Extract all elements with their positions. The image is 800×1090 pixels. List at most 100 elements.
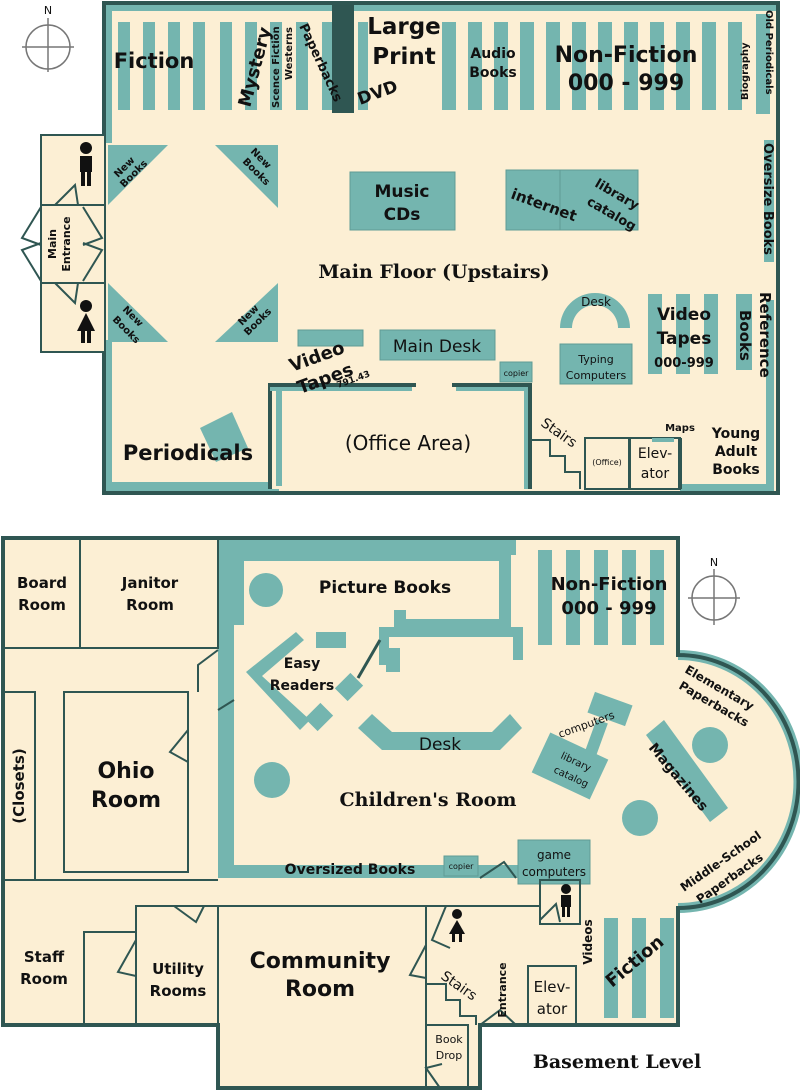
shelf [676,22,690,110]
shelf [442,22,456,110]
door [168,729,189,763]
door [116,939,137,977]
basement-copier [443,855,479,877]
shelf [245,22,257,110]
door [20,242,42,282]
video-tapes-shelf [648,294,662,374]
video-tapes-label-1: Video [657,305,711,325]
childrens-desk [358,714,522,750]
west-wall-shelf-top [104,3,112,143]
video-tapes-range-label: 000-999 [654,356,714,371]
new-books-display [215,145,278,208]
book-drop-label-2: Drop [436,1049,462,1062]
typing-computers-label-2: Computers [566,369,627,382]
library-catalog-station [559,169,639,231]
audio-books-label-2: Books [469,65,517,81]
copier [499,361,533,383]
shelf [546,22,560,110]
typing-computers [559,343,633,385]
upstairs-outer-wall [102,1,780,495]
basement-floor: N Board Room Janitor Room Picture Books … [1,536,800,1090]
game-computers-label-1: game [537,848,571,862]
basement-compass-north-label: N [710,556,718,569]
basement-nonfiction-label-2: 000 - 999 [561,598,656,619]
basement-elevator-label-2: ator [537,1000,568,1018]
book-drop-label-1: Book [435,1033,463,1046]
new-books-display [108,145,168,205]
internet-station [505,169,567,231]
round-table [254,762,290,798]
compass-icon [22,18,74,72]
shelf [756,14,770,114]
shelf [220,22,232,110]
shelf [650,550,664,645]
nonfiction-shelves [442,14,770,114]
shelf [566,550,580,645]
closets-label: (Closets) [10,748,28,823]
shelf [322,22,334,110]
picture-books-label: Picture Books [319,578,451,598]
basement-elevator-label-1: Elev- [534,978,571,996]
shelf [594,550,608,645]
desk-label: Desk [581,295,611,309]
shelf [604,918,618,1018]
library-catalog-station [531,732,609,800]
office-wall [452,383,532,489]
reference-books-label-2: Books [736,310,754,361]
reference-shelf [736,294,752,370]
west-wall-shelf-bottom [104,340,112,490]
young-adult-label-1: Young [711,426,760,442]
womens-restroom-icon [77,300,95,343]
basement-desk-label: Desk [419,735,461,755]
shelf [468,22,482,110]
door [20,206,42,246]
video-tapes-shelf [676,294,690,374]
elevator-label-1: Elev- [638,446,672,462]
shelf [296,22,308,110]
childrens-room-label: Children's Room [340,789,517,811]
mens-restroom-icon [80,142,92,186]
round-table [622,800,658,836]
shelf [622,550,636,645]
video-tapes-791-shelf [297,329,364,347]
entrance-vestibule [41,135,105,352]
easy-readers-shelf [304,702,334,732]
south-wall-shelf-right [680,484,774,492]
main-entrance-label-2: Entrance [60,216,73,271]
dvd-shelf [358,22,368,110]
picture-books-shelf [234,549,511,631]
easy-readers-label-2: Readers [270,678,334,694]
upstairs-stairs [532,439,581,489]
round-table [249,573,283,607]
basement-fiction-shelves [604,918,674,1018]
north-wall-shelf [104,3,778,11]
round-table [692,727,728,763]
game-computers [517,839,591,885]
door [539,902,561,923]
oversize-books-label: Oversize Books [760,143,775,255]
office-area-label: (Office Area) [345,431,471,455]
basement-nonfiction-shelves [538,550,664,645]
upstairs-floor-title: Main Floor (Upstairs) [318,261,549,283]
biography-label: Biography [740,42,751,100]
shelf [193,22,205,110]
basement-compass-icon [688,569,740,625]
compass-north-label: N [44,4,52,17]
ohio-room [63,691,189,873]
nonfiction-label-1: Non-Fiction [555,43,698,68]
basement-stairs [426,983,477,1025]
copier-label: copier [504,369,530,378]
inner-shelf [379,627,523,665]
music-cds-label-1: Music [374,182,429,202]
basement-doors [116,649,561,1089]
shelf [632,918,646,1018]
staff-room-label-2: Room [20,970,68,988]
staff-room-label-1: Staff [24,948,65,966]
maps-label: Maps [665,423,695,434]
main-entrance-label-1: Main [46,229,59,259]
music-cds-label-2: CDs [384,205,421,225]
community-room-label-1: Community [250,949,391,974]
large-print-label-1: Large [367,14,441,40]
shelf [538,550,552,645]
shelf [650,22,664,110]
